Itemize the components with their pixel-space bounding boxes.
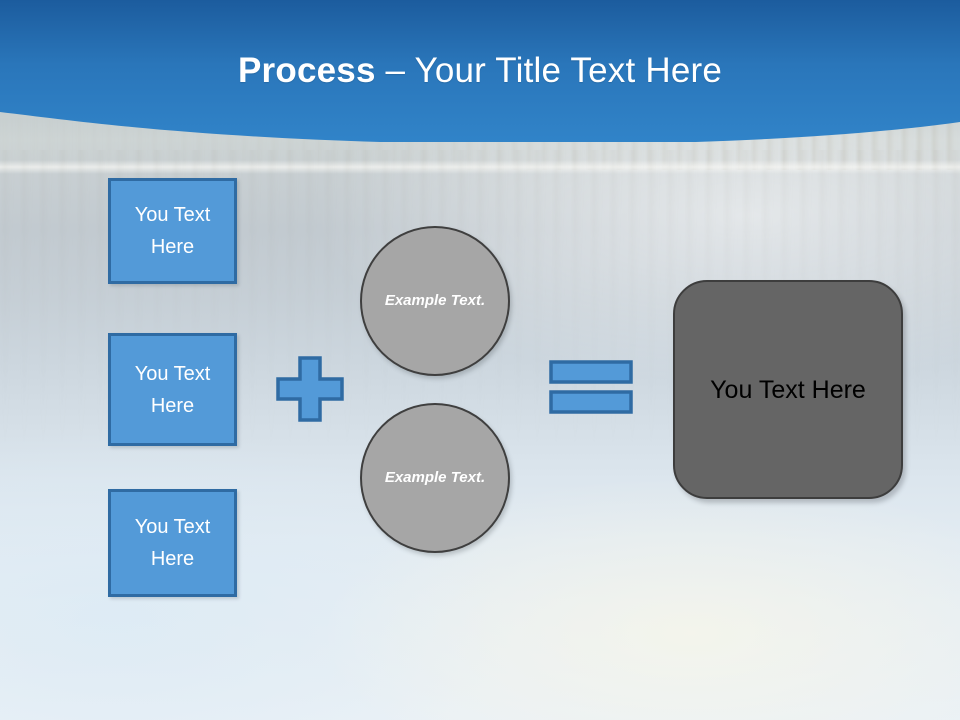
page-title-strong: Process <box>238 51 376 90</box>
input-box-2[interactable]: You Text Here <box>108 333 237 446</box>
page-title-dash: – <box>375 51 415 90</box>
input-box-3[interactable]: You Text Here <box>108 489 237 597</box>
background-shoreline <box>0 160 960 174</box>
equals-icon <box>549 360 633 414</box>
header-band <box>0 0 960 142</box>
input-box-1-label: You Text Here <box>134 204 211 258</box>
example-circle-1-label: Example Text. <box>384 292 486 309</box>
page-title-rest: Your Title Text Here <box>414 51 722 90</box>
input-box-1[interactable]: You Text Here <box>108 178 237 284</box>
result-box[interactable]: You Text Here <box>673 280 903 499</box>
plus-icon <box>276 356 344 422</box>
input-box-3-label: You Text Here <box>134 516 211 570</box>
input-box-2-label: You Text Here <box>134 362 211 417</box>
page-title: Process – Your Title Text Here <box>0 50 960 92</box>
example-circle-2[interactable]: Example Text. <box>360 403 510 553</box>
example-circle-1[interactable]: Example Text. <box>360 226 510 376</box>
example-circle-2-label: Example Text. <box>384 469 486 486</box>
result-box-label: You Text Here <box>710 375 866 404</box>
